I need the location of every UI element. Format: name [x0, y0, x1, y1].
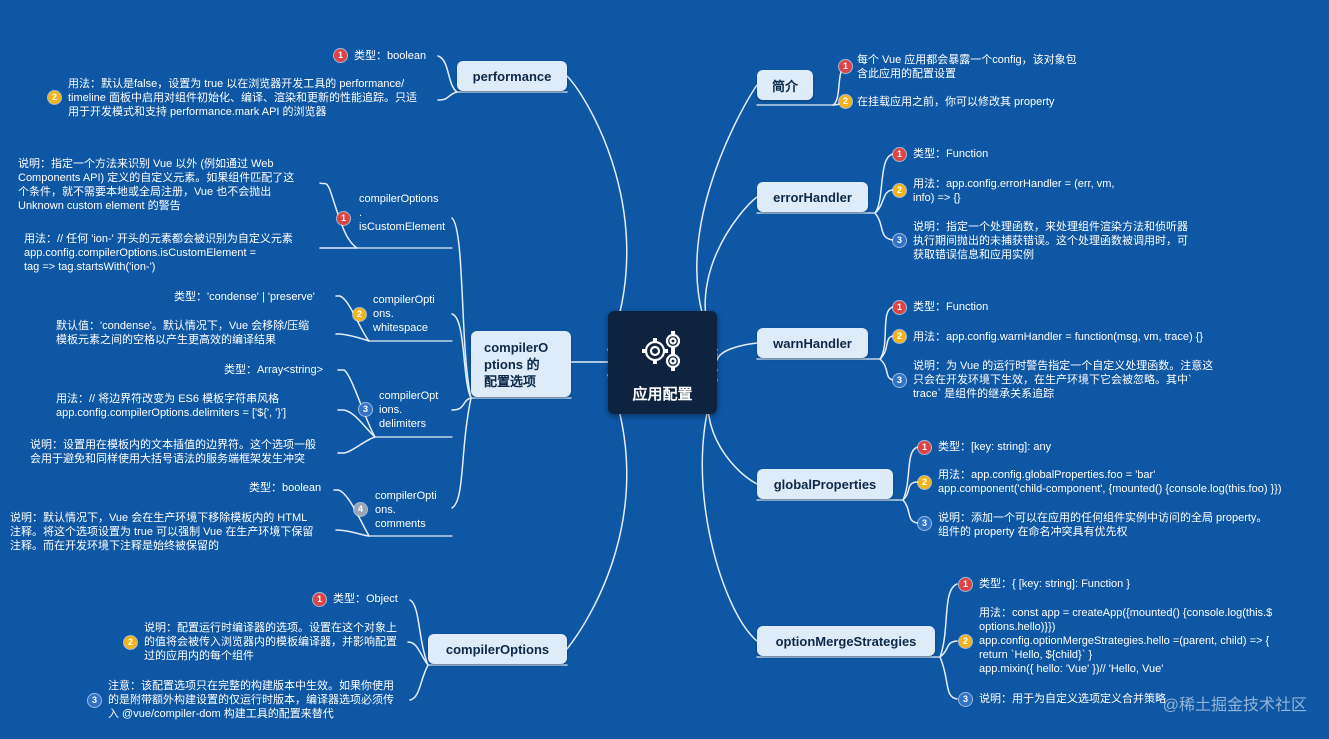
error-handler-item-2: 用法：app.config.errorHandler = (err, vm, i… [913, 178, 1115, 204]
sub-comments[interactable]: compilerOpti ons. comments [375, 490, 437, 530]
badge-2: 2 [918, 476, 931, 489]
whitespace-item-1: 类型：'condense' | 'preserve' [174, 291, 315, 303]
sub-whitespace[interactable]: compilerOpti ons. whitespace [373, 294, 435, 334]
comments-item-2: 说明：默认情况下，Vue 会在生产环境下移除模板内的 HTML 注释。将这个选项… [10, 512, 314, 552]
badge-2: 2 [48, 91, 61, 104]
error-handler-item-3: 说明：指定一个处理函数，来处理组件渲染方法和侦听器 执行期间抛出的未捕获错误。这… [913, 221, 1188, 261]
node-error-handler[interactable]: errorHandler [757, 182, 868, 212]
badge-3: 3 [959, 693, 972, 706]
badge-3: 3 [893, 234, 906, 247]
badge-2: 2 [893, 330, 906, 343]
badge-3: 3 [88, 694, 101, 707]
badge-2: 2 [959, 635, 972, 648]
badge-2: 2 [124, 636, 137, 649]
warn-handler-item-2: 用法：app.config.warnHandler = function(msg… [913, 331, 1204, 343]
delimiters-item-2: 用法：// 将边界符改变为 ES6 模板字符串风格 app.config.com… [56, 393, 287, 419]
sub-delimiters[interactable]: compilerOpt ions. delimiters [379, 390, 439, 430]
badge-1: 1 [959, 578, 972, 591]
badge-3: 3 [918, 517, 931, 530]
delimiters-item-3: 说明：设置用在模板内的文本插值的边界符。这个选项一般 会用于避免和同样使用大括号… [30, 439, 316, 465]
badge-2: 2 [353, 308, 366, 321]
option-merge-item-1: 类型：{ [key: string]: Function } [979, 578, 1131, 590]
compiler-options-item-3: 注意：该配置选项只在完整的构建版本中生效。如果你使用 的是附带额外构建设置的仅运… [108, 680, 394, 720]
badge-2: 2 [893, 184, 906, 197]
performance-item-2: 用法：默认是false，设置为 true 以在浏览器开发工具的 performa… [68, 78, 417, 118]
compiler-options-item-1: 类型：Object [333, 593, 398, 605]
center-title: 应用配置 [632, 386, 693, 403]
compiler-options-item-2: 说明：配置运行时编译器的选项。设置在这个对象上 的值将会被传入浏览器内的模板编译… [144, 622, 397, 662]
delimiters-item-1: 类型：Array<string> [224, 364, 324, 376]
badge-4: 4 [354, 503, 367, 516]
watermark: @稀土掘金技术社区 [1162, 697, 1307, 714]
node-compiler-options-group[interactable]: compilerO ptions 的 配置选项 [471, 331, 571, 397]
node-global-properties[interactable]: globalProperties [757, 469, 893, 499]
badge-3: 3 [359, 403, 372, 416]
global-properties-item-1: 类型：[key: string]: any [938, 441, 1052, 453]
comments-item-1: 类型：boolean [249, 482, 322, 494]
option-merge-item-3: 说明：用于为自定义选项定义合并策略 [979, 693, 1166, 705]
badge-1: 1 [893, 301, 906, 314]
badge-1: 1 [893, 148, 906, 161]
node-warn-handler[interactable]: warnHandler [757, 328, 868, 358]
error-handler-item-1: 类型：Function [913, 148, 989, 160]
node-compiler-options[interactable]: compilerOptions [428, 634, 567, 664]
global-properties-item-3: 说明：添加一个可以在应用的任何组件实例中访问的全局 property。 组件的 … [938, 512, 1268, 538]
badge-1: 1 [918, 441, 931, 454]
node-intro[interactable]: 简介 [757, 70, 813, 100]
intro-item-2: 在挂载应用之前，你可以修改其 property [857, 96, 1055, 108]
center-node[interactable]: 应用配置 [608, 311, 717, 414]
warn-handler-item-1: 类型：Function [913, 301, 989, 313]
node-option-merge-strategies[interactable]: optionMergeStrategies [757, 626, 935, 656]
node-performance[interactable]: performance [457, 61, 567, 91]
is-custom-element-item-1: 说明：指定一个方法来识别 Vue 以外 (例如通过 Web Components… [18, 158, 295, 212]
global-properties-item-2: 用法：app.config.globalProperties.foo = 'ba… [938, 469, 1282, 495]
whitespace-item-2: 默认值：'condense'。默认情况下，Vue 会移除/压缩 模板元素之间的空… [56, 320, 310, 346]
is-custom-element-item-2: 用法：// 任何 'ion-' 开头的元素都会被识别为自定义元素 app.con… [24, 233, 293, 273]
badge-1: 1 [839, 60, 852, 73]
badge-1: 1 [313, 593, 326, 606]
badge-1: 1 [334, 49, 347, 62]
intro-item-1: 每个 Vue 应用都会暴露一个config，该对象包 含此应用的配置设置 [857, 54, 1077, 80]
sub-is-custom-element[interactable]: compilerOptions . isCustomElement [359, 193, 446, 233]
badge-2: 2 [839, 95, 852, 108]
badge-3: 3 [893, 374, 906, 387]
warn-handler-item-3: 说明：为 Vue 的运行时警告指定一个自定义处理函数。注意这 只会在开发环境下生… [913, 360, 1214, 400]
option-merge-item-2: 用法：const app = createApp({mounted() {con… [979, 607, 1273, 675]
badge-1: 1 [337, 212, 350, 225]
performance-item-1: 类型：boolean [354, 50, 427, 62]
gears-icon [642, 331, 681, 371]
